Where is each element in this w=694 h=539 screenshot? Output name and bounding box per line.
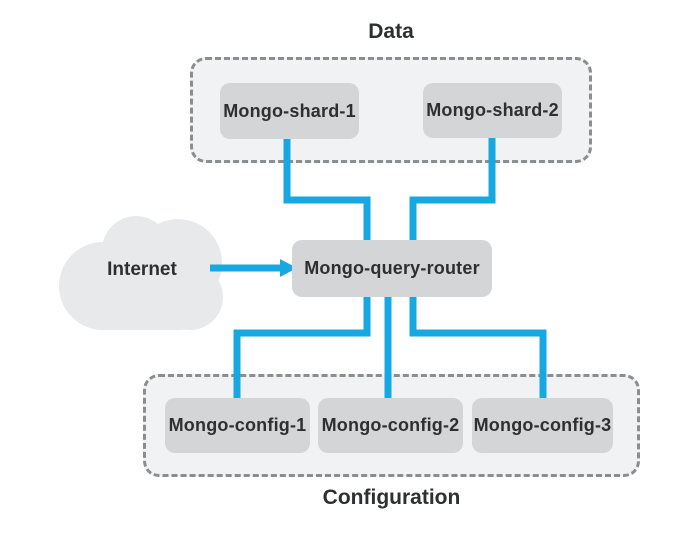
connector-router-to-config1 xyxy=(233,290,371,404)
connector-router-to-config3 xyxy=(409,290,547,404)
internet-cloud-icon xyxy=(59,216,223,330)
data-group-label: Data xyxy=(368,20,414,43)
connector-shard2-to-router xyxy=(409,131,496,246)
internet-label: Internet xyxy=(107,259,177,280)
node-mongo-config-2: Mongo-config-2 xyxy=(318,398,463,453)
node-mongo-config-1: Mongo-config-1 xyxy=(165,398,310,453)
node-mongo-query-router: Mongo-query-router xyxy=(292,240,492,297)
connector-shard1-to-router xyxy=(283,131,371,246)
configuration-group-label: Configuration xyxy=(322,486,461,509)
node-mongo-config-3: Mongo-config-3 xyxy=(472,398,613,453)
node-mongo-shard-1: Mongo-shard-1 xyxy=(220,83,359,139)
node-mongo-shard-2: Mongo-shard-2 xyxy=(423,83,562,138)
internet-to-router-arrow xyxy=(210,259,297,277)
